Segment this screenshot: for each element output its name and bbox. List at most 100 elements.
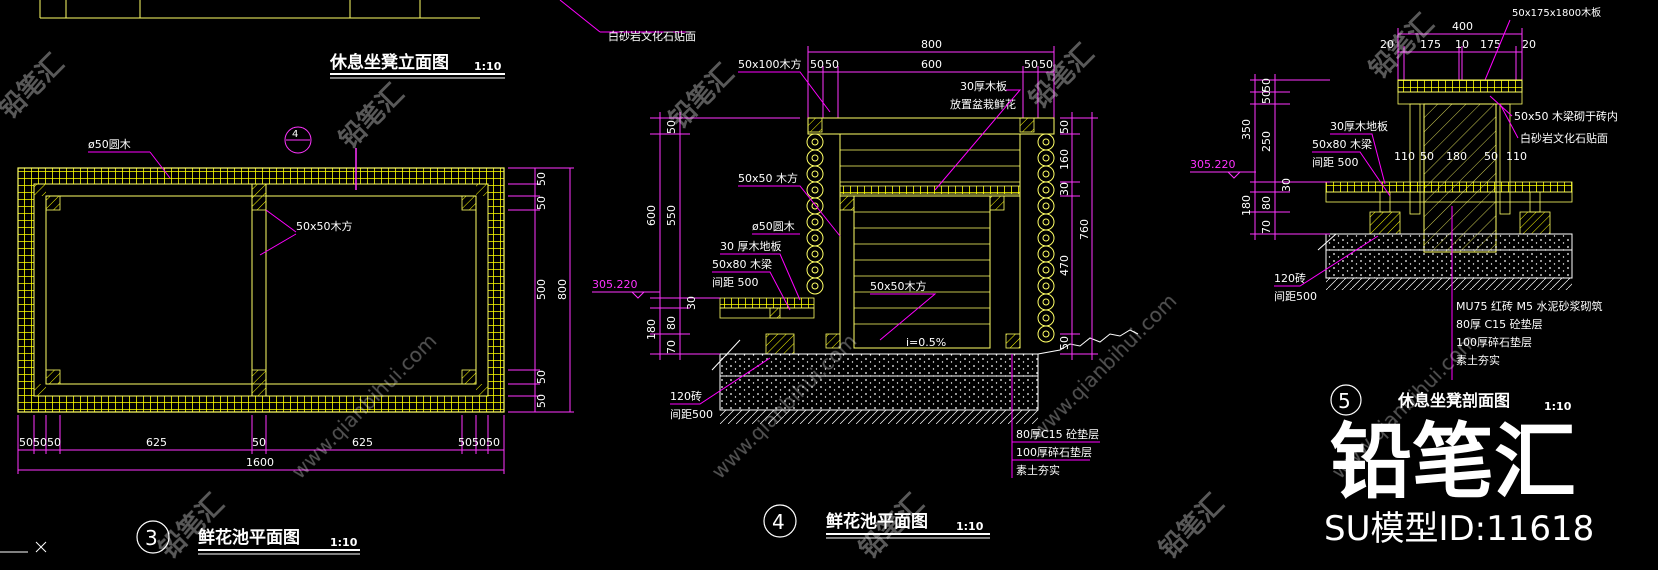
- v4-dim-right: 760: [1078, 219, 1091, 240]
- v3-dim: 625: [146, 436, 167, 449]
- v4-label: 30 厚木地板: [720, 239, 782, 253]
- v4-dim-left: 70: [665, 340, 678, 354]
- v4-dim-right: 470: [1058, 255, 1071, 276]
- v4-label: 50x100木方: [738, 57, 802, 71]
- v4-dim-right: 30: [1058, 182, 1071, 196]
- v4-layer: 80厚C15 砼垫层: [1016, 427, 1099, 441]
- watermark-brand: 铅笔汇: [1023, 38, 1100, 115]
- v4-label: 30厚木板: [960, 79, 1007, 93]
- v4-dim-left: 550: [665, 205, 678, 226]
- v5-dim-left: 70: [1260, 220, 1273, 234]
- v3-dim-mid: 500: [535, 279, 548, 300]
- v3-title: 鲜花池平面图: [198, 527, 300, 548]
- v5-title: 休息坐凳剖面图: [1397, 391, 1510, 410]
- v4-label: 50x50木方: [870, 279, 927, 293]
- v3-dim: 50: [472, 436, 486, 449]
- watermark-brand: 铅笔汇: [0, 48, 70, 125]
- v4-label: 120砖: [670, 389, 702, 403]
- v4-dim-left: 50: [665, 120, 678, 134]
- v4-label: 50x80 木梁: [712, 257, 772, 271]
- elev-title: 休息坐凳立面图: [329, 52, 449, 73]
- v5-label: 白砂岩文化石贴面: [1520, 131, 1608, 145]
- v4-dim: 50: [825, 58, 839, 71]
- v5-dim: 175: [1420, 38, 1441, 51]
- v5-label: 间距 500: [1312, 156, 1359, 169]
- v5-layer: MU75 红砖 M5 水泥砂浆砌筑: [1456, 299, 1603, 313]
- watermark-brand: 铅笔汇: [1153, 488, 1230, 565]
- watermark-site: www.qianbihui.com: [1027, 289, 1182, 444]
- v5-dim-left: 180: [1240, 195, 1253, 216]
- v4-dim: 600: [921, 58, 942, 71]
- v4-dim-right: 50: [1058, 336, 1071, 350]
- watermark-brand: 铅笔汇: [333, 78, 410, 155]
- elev-stone-label: 白砂岩文化石贴面: [608, 29, 696, 43]
- v3-dim: 50: [252, 436, 266, 449]
- v5-label: 120砖: [1274, 271, 1306, 285]
- v3-dim: 50: [486, 436, 500, 449]
- v5-layer: 100厚碎石垫层: [1456, 335, 1532, 349]
- v4-layer: 素土夯实: [1016, 463, 1060, 477]
- section-mark-number: 4: [292, 129, 298, 140]
- v5-label: 180: [1446, 150, 1467, 163]
- v5-label: 50x50 木梁砌于砖内: [1514, 109, 1618, 123]
- v3-dim: 50: [33, 436, 47, 449]
- model-id-text: SU模型ID:11618: [1324, 509, 1594, 549]
- v5-label: 110: [1394, 150, 1415, 163]
- v3-dim-right: 50: [535, 370, 548, 384]
- v3-dim: 50: [47, 436, 61, 449]
- v5-dim-left: 250: [1260, 131, 1273, 152]
- v5-layer: 80厚 C15 砼垫层: [1456, 317, 1543, 331]
- v4-dim-left: 600: [645, 205, 658, 226]
- v4-log-column-left: [806, 133, 824, 295]
- v4-dim: 50: [1039, 58, 1053, 71]
- v3-dim-total: 1600: [246, 456, 274, 469]
- v5-number: 5: [1338, 389, 1351, 413]
- v5-label: 间距500: [1274, 290, 1317, 303]
- v4-dim-right: 160: [1058, 149, 1071, 170]
- v4-dim-left: 180: [645, 319, 658, 340]
- v5-dim-left: 50: [1260, 90, 1273, 104]
- v5-dim: 175: [1480, 38, 1501, 51]
- v5-label: 110: [1506, 150, 1527, 163]
- v4-dim: 50: [810, 58, 824, 71]
- v4-label: i=0.5%: [906, 336, 946, 349]
- v4-log-column-right: [1037, 133, 1055, 343]
- v5-scale: 1:10: [1544, 400, 1572, 413]
- v3-label-square-wood: 50x50木方: [296, 219, 353, 233]
- v5-dim-left: 30: [1280, 178, 1293, 192]
- v4-level: 305.220: [592, 278, 638, 291]
- v4-dim-left: 30: [685, 296, 698, 310]
- elevation-fragment: 白砂岩文化石贴面 休息坐凳立面图 1:10: [39, 0, 696, 79]
- v3-dim-outer: 800: [556, 279, 569, 300]
- v4-layer: 100厚碎石垫层: [1016, 445, 1092, 459]
- v5-label: 30厚木地板: [1330, 119, 1388, 133]
- v4-label: 间距 500: [712, 276, 759, 289]
- v5-dim-left: 350: [1240, 119, 1253, 140]
- v4-dim-top: 800: [921, 38, 942, 51]
- v3-number: 3: [145, 526, 158, 550]
- view-5-section: 400 20 175 10 175 20 50x175x1800木板: [1190, 6, 1618, 416]
- v5-label: 50: [1484, 150, 1498, 163]
- v4-dim-right: 50: [1058, 120, 1071, 134]
- v5-dim-left: 50: [1260, 78, 1273, 92]
- v3-dim-right: 50: [535, 172, 548, 186]
- v5-label: 50: [1420, 150, 1434, 163]
- v4-dim: 50: [1024, 58, 1038, 71]
- v5-layer: 素土夯实: [1456, 353, 1500, 367]
- v3-dim: 50: [458, 436, 472, 449]
- v4-dim-left: 80: [665, 316, 678, 330]
- brand-logo-text: 铅笔汇: [1330, 415, 1576, 510]
- v4-label: ø50圆木: [752, 220, 795, 233]
- v3-label-round-wood: ø50圆木: [88, 138, 131, 151]
- view-4-section: 800 50 50 600 50 50: [592, 38, 1139, 539]
- elev-scale: 1:10: [474, 60, 502, 73]
- v3-dim: 625: [352, 436, 373, 449]
- v4-number: 4: [772, 510, 785, 534]
- v5-board-label: 50x175x1800木板: [1512, 6, 1601, 19]
- v4-label: 放置盆栽鲜花: [950, 97, 1016, 111]
- v5-dim: 20: [1522, 38, 1536, 51]
- v3-dim: 50: [19, 436, 33, 449]
- v4-title: 鲜花池平面图: [826, 511, 928, 532]
- v5-level: 305.220: [1190, 158, 1236, 171]
